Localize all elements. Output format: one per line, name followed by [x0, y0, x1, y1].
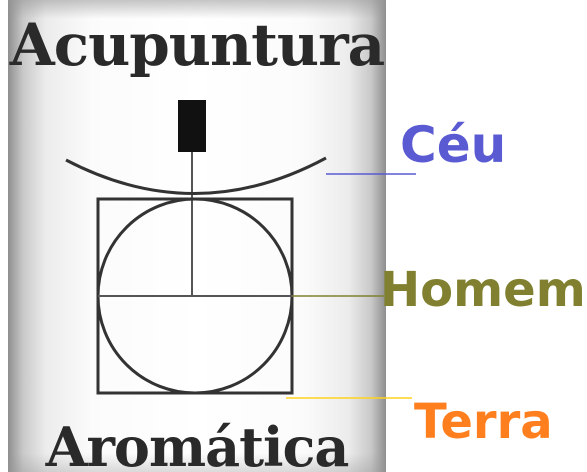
label-terra: Terra	[414, 394, 553, 450]
title-aromatica: Aromática	[45, 415, 350, 472]
label-homem: Homem	[380, 262, 586, 318]
label-ceu: Céu	[400, 116, 507, 174]
title-acupuntura: Acupuntura	[9, 11, 385, 79]
diagram-panel	[8, 0, 386, 472]
needle-handle	[178, 100, 206, 152]
heaven-curve	[65, 156, 327, 195]
